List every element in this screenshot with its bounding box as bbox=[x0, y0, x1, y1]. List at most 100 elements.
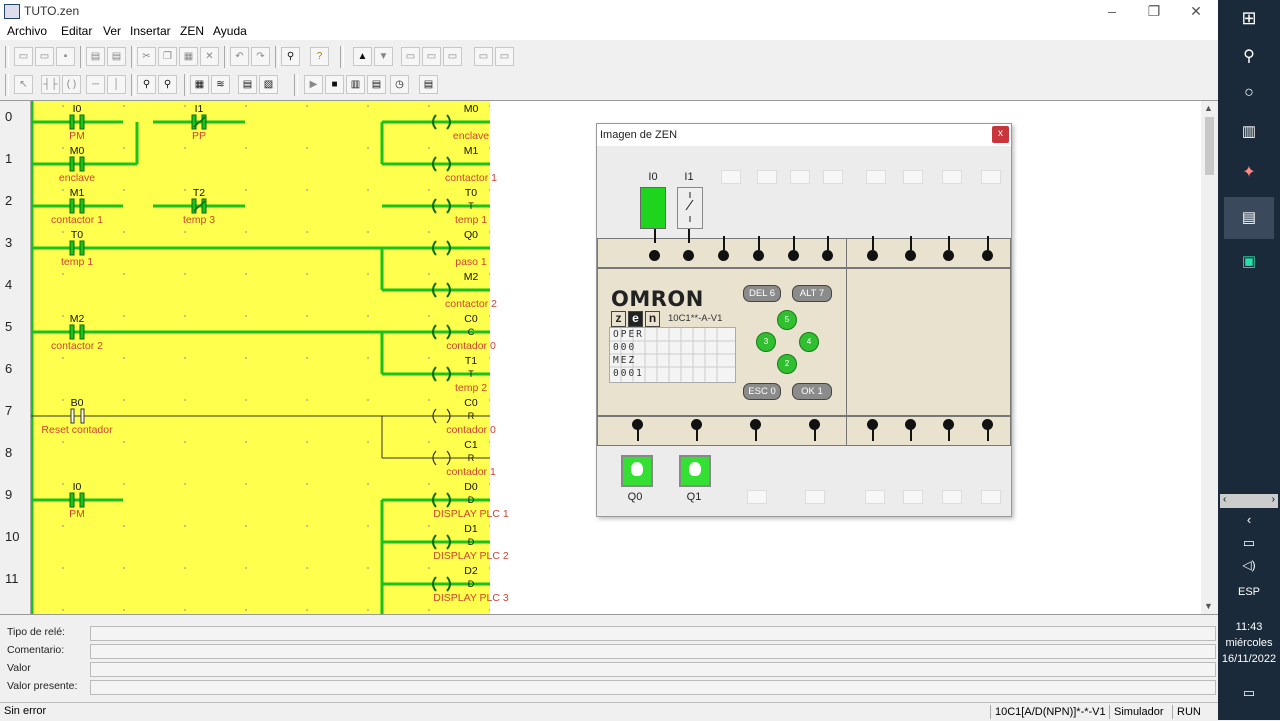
search-icon[interactable]: ⚲ bbox=[1243, 48, 1255, 65]
down-arrow-key[interactable]: 2 bbox=[777, 354, 797, 374]
comment-label: Comentario: bbox=[7, 644, 65, 656]
open-file-icon[interactable]: ▭ bbox=[35, 47, 54, 66]
cut-icon[interactable]: ✂ bbox=[137, 47, 156, 66]
windows-start-icon[interactable]: ⊞ bbox=[1241, 8, 1257, 28]
menu-editar[interactable]: Editar bbox=[61, 24, 93, 38]
ladder-canvas[interactable]: I0 PM I1 PP M0 enclave M1 contactor 1 T2… bbox=[31, 101, 509, 614]
zen-support-app-icon[interactable]: ▤ bbox=[1241, 209, 1257, 226]
coil-name: M2 bbox=[463, 271, 479, 283]
scroll-thumb[interactable] bbox=[1205, 117, 1214, 175]
input-switch-i1-off[interactable] bbox=[677, 187, 703, 229]
up-arrow-key[interactable]: 5 bbox=[777, 310, 797, 330]
horizontal-line-icon[interactable]: ─ bbox=[86, 75, 105, 94]
task-view-icon[interactable]: ▥ bbox=[1241, 123, 1257, 140]
network-icon[interactable]: ▭ bbox=[1242, 535, 1256, 550]
offline-icon[interactable]: ▭ bbox=[495, 47, 514, 66]
notifications-icon[interactable]: ▭ bbox=[1242, 685, 1256, 700]
row-number: 9 bbox=[5, 487, 13, 502]
edit-list-icon[interactable]: ▧ bbox=[259, 75, 278, 94]
io-table-icon[interactable]: ▤ bbox=[238, 75, 257, 94]
transfer-up-icon[interactable]: ▲ bbox=[353, 47, 372, 66]
print-preview-icon[interactable]: ▤ bbox=[107, 47, 126, 66]
vertical-line-icon[interactable]: │ bbox=[107, 75, 126, 94]
contact-no-icon[interactable]: ┤├ bbox=[41, 75, 60, 94]
menu-insertar[interactable]: Insertar bbox=[130, 24, 171, 38]
grid-icon[interactable]: ▦ bbox=[190, 75, 209, 94]
zen-image-icon[interactable]: ▥ bbox=[346, 75, 365, 94]
paste-icon[interactable]: ▦ bbox=[179, 47, 198, 66]
left-arrow-key[interactable]: 3 bbox=[756, 332, 776, 352]
contact-name: M1 bbox=[69, 187, 85, 199]
zen-title-bar[interactable]: Imagen de ZEN x bbox=[597, 124, 1011, 146]
row-number: 7 bbox=[5, 403, 13, 418]
scroll-left-icon[interactable]: ‹ bbox=[1223, 494, 1227, 505]
messaging-app-icon[interactable]: ▣ bbox=[1241, 253, 1257, 270]
coil-symbol: R bbox=[467, 453, 475, 463]
taskbar-scroller[interactable]: ‹ › bbox=[1220, 494, 1278, 508]
status-message: Sin error bbox=[4, 705, 47, 717]
chevron-left-icon[interactable]: ‹ bbox=[1246, 512, 1252, 527]
monitor-icon[interactable]: ▭ bbox=[422, 47, 441, 66]
print-icon[interactable]: ▤ bbox=[86, 47, 105, 66]
contact-comment: PM bbox=[69, 130, 85, 142]
menu-archivo[interactable]: Archivo bbox=[7, 24, 48, 38]
input-switch-i0-on[interactable] bbox=[640, 187, 666, 229]
scroll-down-icon[interactable]: ▼ bbox=[1204, 601, 1213, 611]
del-key[interactable]: DEL 6 bbox=[743, 285, 781, 302]
row-number: 2 bbox=[5, 193, 13, 208]
print-ladder-icon[interactable]: ▤ bbox=[419, 75, 438, 94]
save-icon[interactable]: ▪ bbox=[56, 47, 75, 66]
run-simulation-icon[interactable]: ▶ bbox=[304, 75, 323, 94]
right-arrow-key[interactable]: 4 bbox=[799, 332, 819, 352]
present-value-label: Valor presente: bbox=[7, 680, 78, 692]
compare-icon[interactable]: ▭ bbox=[401, 47, 420, 66]
clock-time[interactable]: 11:43 bbox=[1235, 621, 1263, 633]
coil-name: M1 bbox=[463, 145, 479, 157]
zen-window-title: Imagen de ZEN bbox=[600, 129, 678, 141]
redo-icon[interactable]: ↷ bbox=[251, 47, 270, 66]
comment-icon[interactable]: ≋ bbox=[211, 75, 230, 94]
restore-button[interactable]: ❐ bbox=[1147, 3, 1161, 19]
coil-icon[interactable]: ( ) bbox=[62, 75, 81, 94]
app-pinned-icon[interactable]: ✦ bbox=[1242, 164, 1256, 181]
minimize-button[interactable]: – bbox=[1108, 3, 1116, 19]
online-icon[interactable]: ▭ bbox=[474, 47, 493, 66]
vertical-scrollbar[interactable]: ▲ ▼ bbox=[1201, 101, 1218, 614]
close-button[interactable]: ✕ bbox=[1190, 3, 1202, 19]
transfer-down-icon[interactable]: ▼ bbox=[374, 47, 393, 66]
delete-icon[interactable]: ✕ bbox=[200, 47, 219, 66]
menu-ayuda[interactable]: Ayuda bbox=[213, 24, 247, 38]
language-indicator[interactable]: ESP bbox=[1237, 586, 1260, 598]
alt-key[interactable]: ALT 7 bbox=[792, 285, 832, 302]
settings-icon[interactable]: ▭ bbox=[443, 47, 462, 66]
zoom-in-icon[interactable]: ⚲ bbox=[158, 75, 177, 94]
find-icon[interactable]: ⚲ bbox=[281, 47, 300, 66]
select-pointer-icon[interactable]: ↖ bbox=[14, 75, 33, 94]
help-icon[interactable]: ? bbox=[310, 47, 329, 66]
zen-plc-body: OMRON z e n 10C1**-A-V1 OPER 000 MEZ 000… bbox=[597, 268, 1011, 416]
zen-close-button[interactable]: x bbox=[992, 126, 1009, 143]
contact-comment: temp 1 bbox=[60, 256, 94, 268]
new-file-icon[interactable]: ▭ bbox=[14, 47, 33, 66]
volume-icon[interactable]: ◁) bbox=[1242, 558, 1256, 572]
monitor-table-icon[interactable]: ▤ bbox=[367, 75, 386, 94]
menu-zen[interactable]: ZEN bbox=[180, 24, 204, 38]
scroll-up-icon[interactable]: ▲ bbox=[1204, 103, 1213, 113]
coil-symbol: C bbox=[467, 327, 475, 337]
ok-key[interactable]: OK 1 bbox=[792, 383, 832, 400]
cortana-icon[interactable]: ○ bbox=[1244, 84, 1254, 101]
zen-image-window[interactable]: Imagen de ZEN x I0 I1 OMRON z e n 10C1**… bbox=[596, 123, 1012, 517]
coil-comment: contactor 1 bbox=[445, 172, 497, 184]
output-q0-lamp-icon bbox=[621, 455, 653, 487]
stop-simulation-icon[interactable]: ■ bbox=[325, 75, 344, 94]
active-app-highlight[interactable] bbox=[1224, 197, 1274, 239]
menu-ver[interactable]: Ver bbox=[103, 24, 122, 38]
row-number: 1 bbox=[5, 151, 13, 166]
scroll-right-icon[interactable]: › bbox=[1271, 494, 1275, 505]
copy-icon[interactable]: ❐ bbox=[158, 47, 177, 66]
coil-comment: paso 1 bbox=[455, 256, 487, 268]
timer-icon[interactable]: ◷ bbox=[390, 75, 409, 94]
zoom-out-icon[interactable]: ⚲ bbox=[137, 75, 156, 94]
esc-key[interactable]: ESC 0 bbox=[743, 383, 781, 400]
undo-icon[interactable]: ↶ bbox=[230, 47, 249, 66]
